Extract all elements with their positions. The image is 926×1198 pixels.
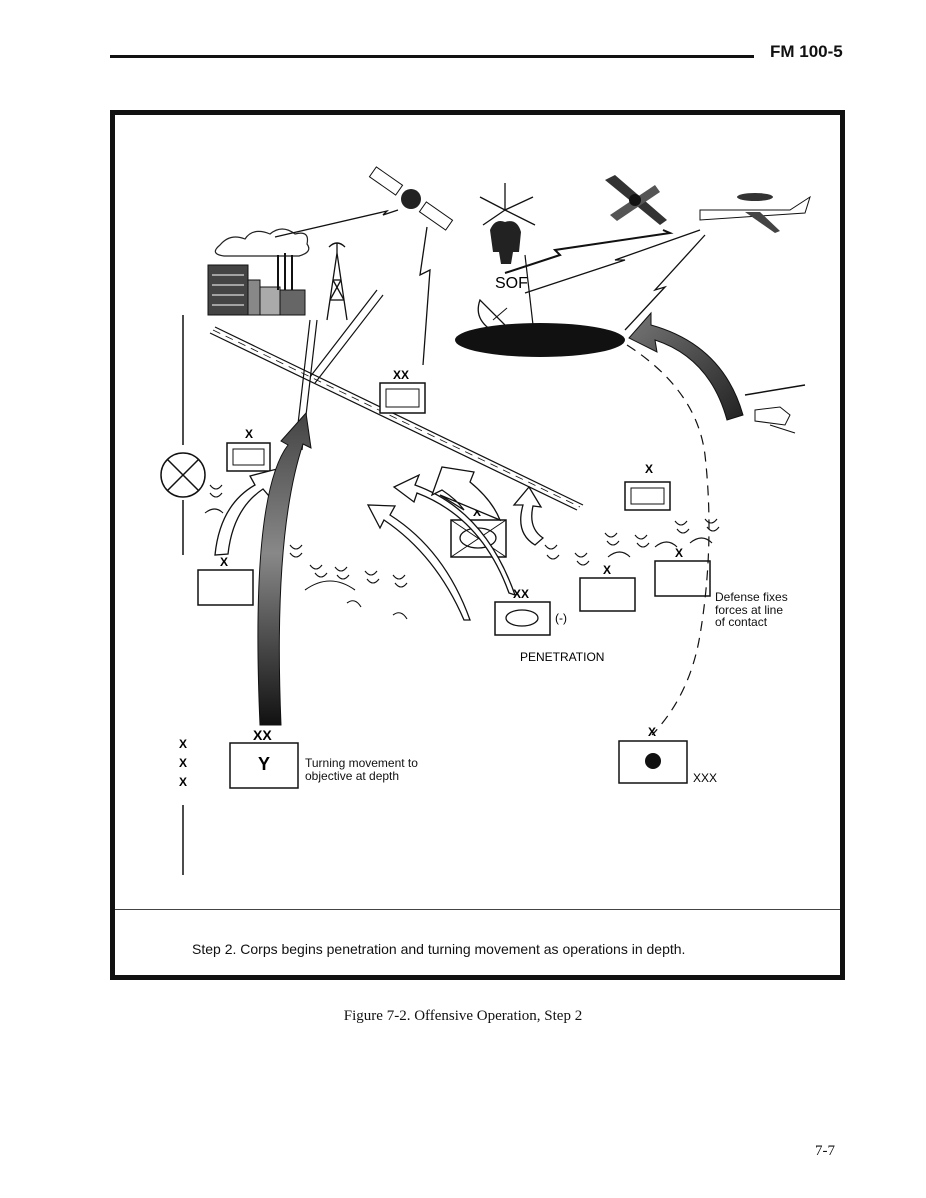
air-link-line-1: [504, 229, 674, 274]
step-divider: [115, 909, 840, 910]
unit-corps-hq: X XXX: [618, 725, 717, 785]
svg-text:X: X: [645, 462, 653, 476]
satellite-link-line: [274, 209, 399, 238]
air-link-line-3: [624, 234, 706, 331]
svg-text:X: X: [179, 775, 187, 789]
unit-x-mid-left: X: [197, 555, 254, 606]
awacs-aircraft-icon: [699, 193, 811, 233]
sof-team-icon: [479, 183, 536, 264]
helicopter-attack-arrow: [628, 311, 744, 421]
svg-text:X: X: [179, 756, 187, 770]
penetration-arrows: [366, 466, 545, 621]
svg-text:Y: Y: [258, 754, 270, 774]
helicopter-icon: [744, 384, 806, 434]
document-id: FM 100-5: [770, 42, 843, 61]
step-caption: Step 2. Corps begins penetration and tur…: [192, 941, 686, 957]
unit-xx-center: XX (-): [494, 587, 567, 636]
target-reference-icon: [160, 452, 206, 498]
satellite-downlink-line: [419, 226, 431, 366]
turning-movement-arrow: [257, 411, 312, 726]
svg-text:X: X: [648, 725, 656, 739]
svg-text:X: X: [179, 737, 187, 751]
sof-link-line: [524, 254, 534, 326]
svg-text:XX: XX: [393, 368, 409, 382]
unit-x-center: X: [450, 505, 507, 558]
air-link-line-2: [524, 229, 701, 294]
svg-text:X: X: [603, 563, 611, 577]
svg-text:(-): (-): [555, 611, 567, 625]
unit-x-left: X: [226, 427, 271, 472]
corps-side-marks: X X X: [179, 737, 187, 789]
penetration-label: PENETRATION: [520, 650, 604, 664]
figure-caption: Figure 7-2. Offensive Operation, Step 2: [343, 1008, 583, 1024]
svg-text:X: X: [473, 505, 481, 519]
unit-xx-top: XX: [379, 368, 426, 414]
svg-text:XXX: XXX: [693, 771, 717, 785]
svg-text:X: X: [675, 546, 683, 560]
header-rule: [110, 55, 754, 58]
unit-x-right-low: X: [654, 546, 711, 597]
svg-text:XX: XX: [513, 587, 529, 601]
turning-movement-label: Turning movement to objective at depth: [305, 756, 418, 783]
attack-aircraft-icon: [605, 175, 667, 225]
line-of-contact-marks: [204, 484, 720, 620]
svg-text:X: X: [245, 427, 253, 441]
unit-x-far-right: X: [624, 462, 671, 511]
figure-frame: SOF: [110, 110, 845, 980]
objective-area: [455, 323, 625, 357]
defense-label: Defense fixes forces at line of contact: [715, 590, 788, 630]
page-number: 7-7: [815, 1143, 835, 1159]
offensive-operation-diagram: SOF: [160, 166, 811, 875]
svg-text:X: X: [220, 555, 228, 569]
factory-icon: [207, 228, 310, 316]
unit-y: XX Y: [229, 727, 299, 789]
corps-boundary-dashed-line: [626, 344, 710, 736]
radio-tower-icon: [326, 242, 348, 321]
sof-label: SOF: [495, 275, 528, 292]
svg-text:XX: XX: [253, 727, 272, 743]
satellite-icon: [368, 166, 454, 231]
unit-x-right: X: [579, 563, 636, 612]
